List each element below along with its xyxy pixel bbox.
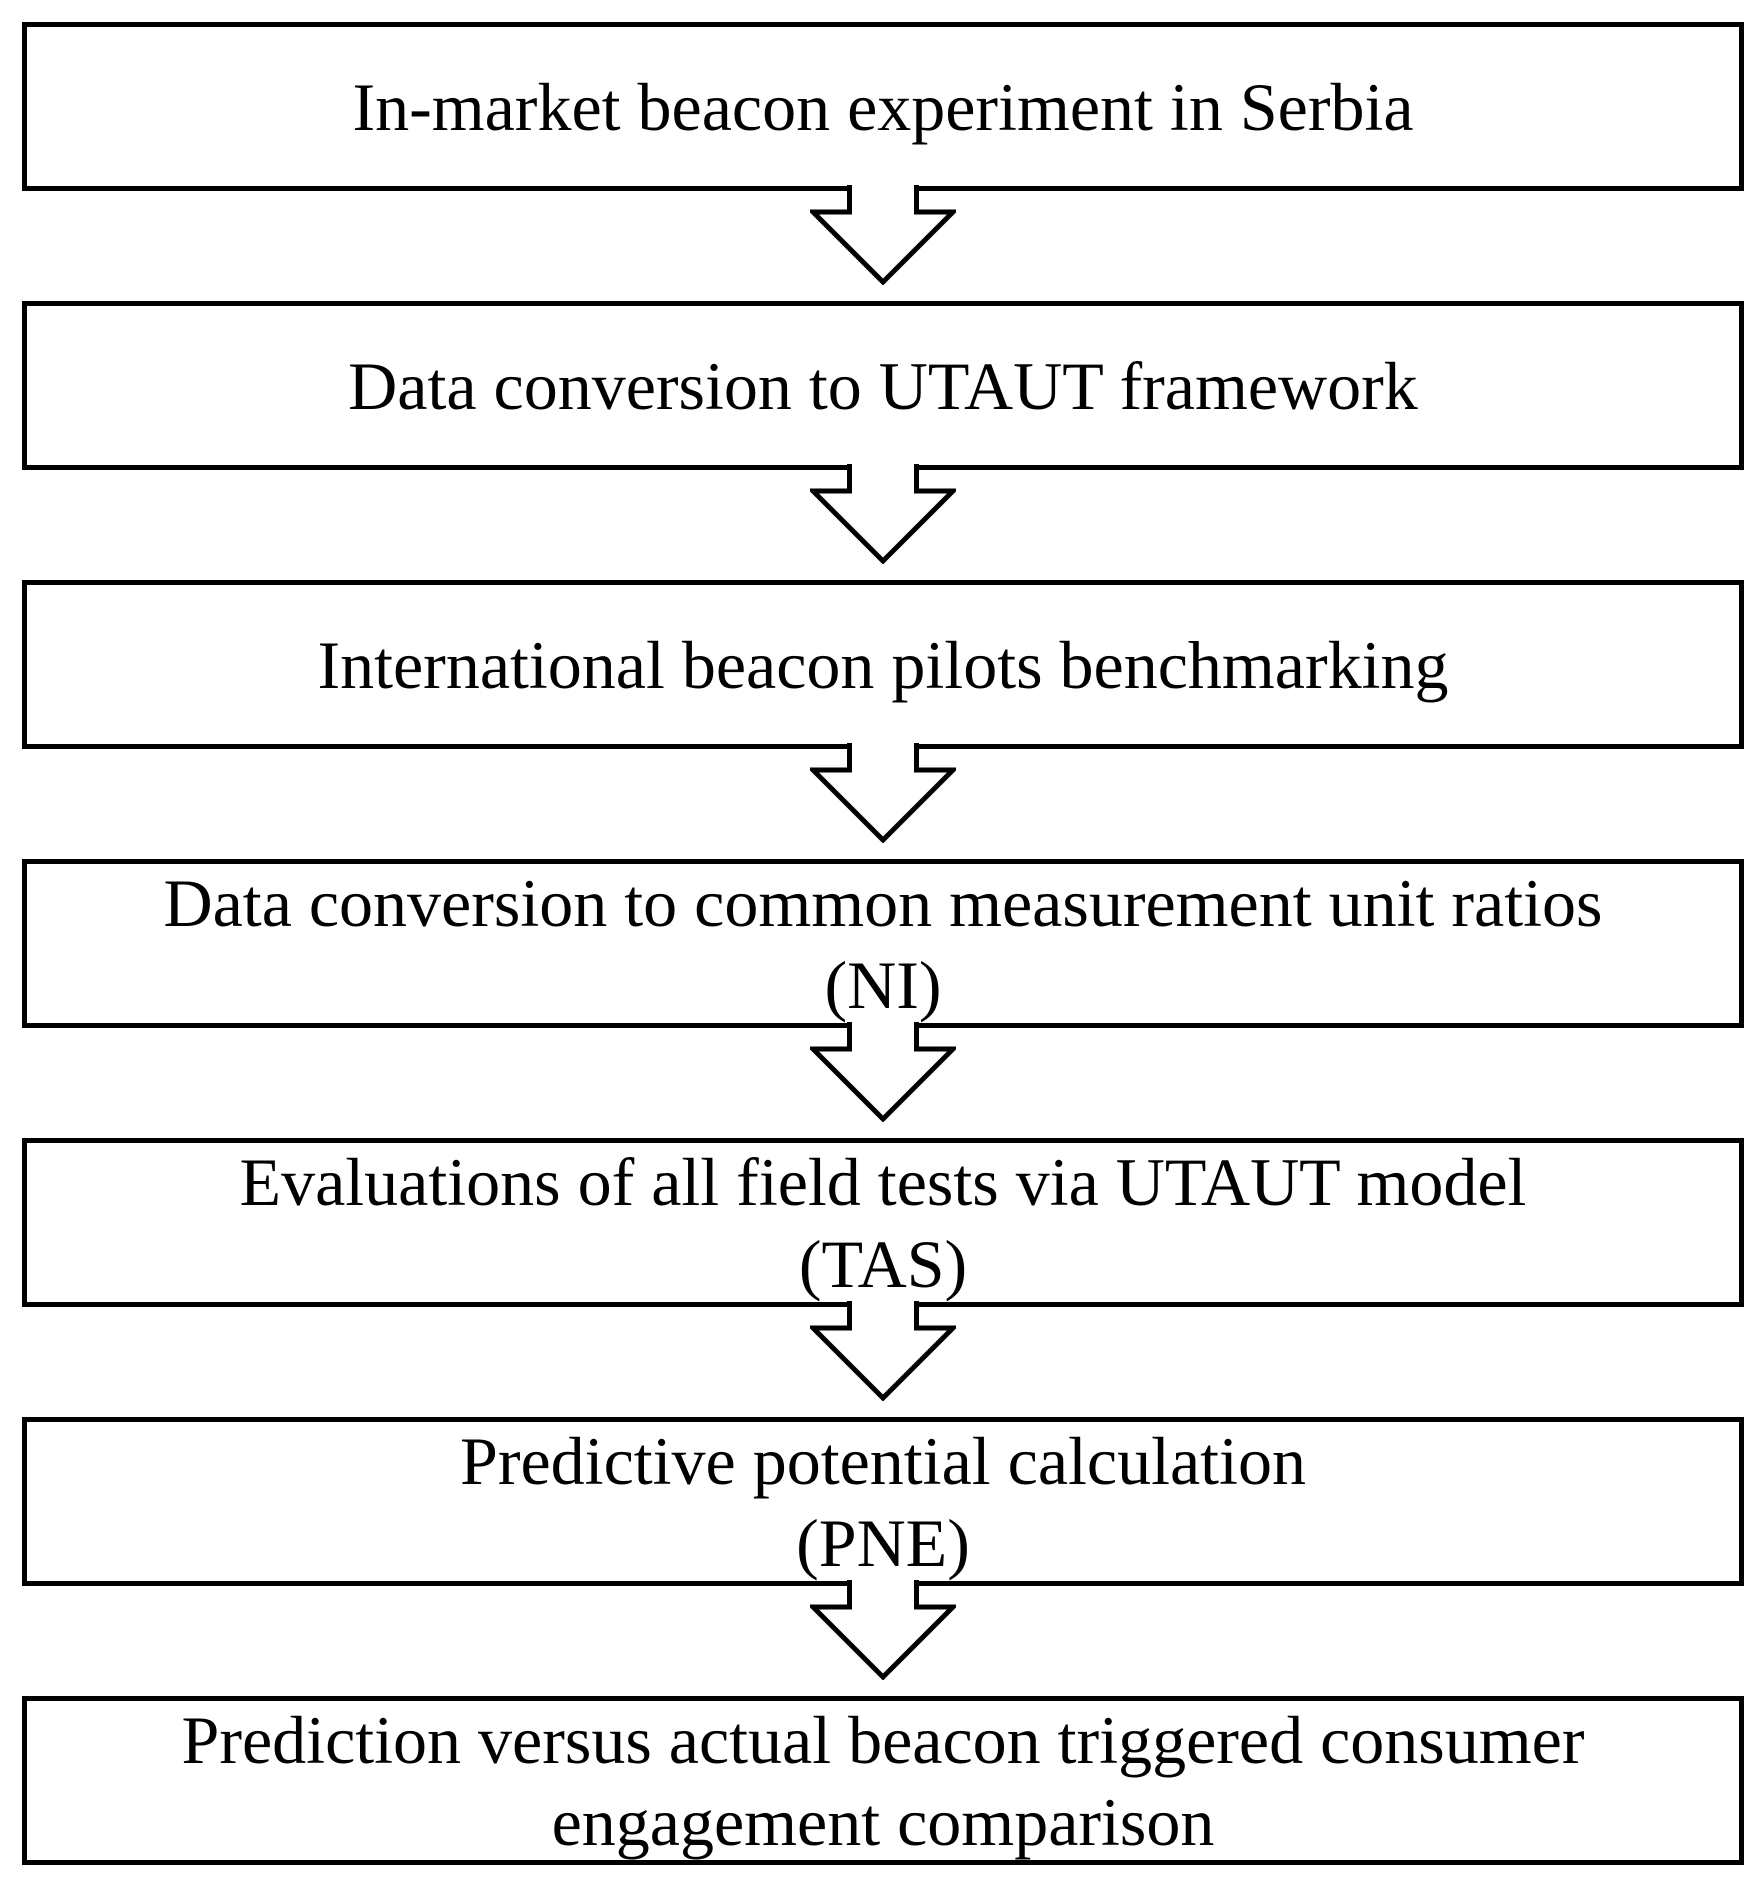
flow-step-3: International beacon pilots benchmarking	[22, 580, 1744, 749]
flow-step-6-text-line-2: (PNE)	[796, 1504, 970, 1581]
down-arrow-icon	[810, 185, 956, 285]
flow-step-3-text: International beacon pilots benchmarking	[317, 626, 1449, 703]
flow-step-2-text: Data conversion to UTAUT framework	[348, 347, 1418, 424]
down-arrow-icon	[810, 1580, 956, 1680]
flow-step-1: In-market beacon experiment in Serbia	[22, 22, 1744, 191]
down-arrow-icon	[810, 1022, 956, 1122]
flow-step-5: Evaluations of all field tests via UTAUT…	[22, 1138, 1744, 1307]
flow-step-4: Data conversion to common measurement un…	[22, 859, 1744, 1028]
flow-step-5-text-line-2: (TAS)	[798, 1225, 968, 1302]
flow-step-1-text: In-market beacon experiment in Serbia	[352, 68, 1414, 145]
flow-step-4-text-line-1: Data conversion to common measurement un…	[163, 864, 1603, 941]
flow-step-4-text-line-2: (NI)	[824, 946, 942, 1023]
flow-step-6-text-line-1: Predictive potential calculation	[460, 1422, 1306, 1499]
down-arrow-icon	[810, 464, 956, 564]
flow-step-7: Prediction versus actual beacon triggere…	[22, 1696, 1744, 1865]
down-arrow-icon	[810, 1301, 956, 1401]
down-arrow-icon	[810, 743, 956, 843]
flow-step-2: Data conversion to UTAUT framework	[22, 301, 1744, 470]
flow-step-6: Predictive potential calculation (PNE)	[22, 1417, 1744, 1586]
flow-step-7-text-line-1: Prediction versus actual beacon triggere…	[181, 1701, 1585, 1778]
flow-step-7-text-line-2: engagement comparison	[551, 1783, 1215, 1860]
flow-step-5-text-line-1: Evaluations of all field tests via UTAUT…	[239, 1143, 1527, 1220]
